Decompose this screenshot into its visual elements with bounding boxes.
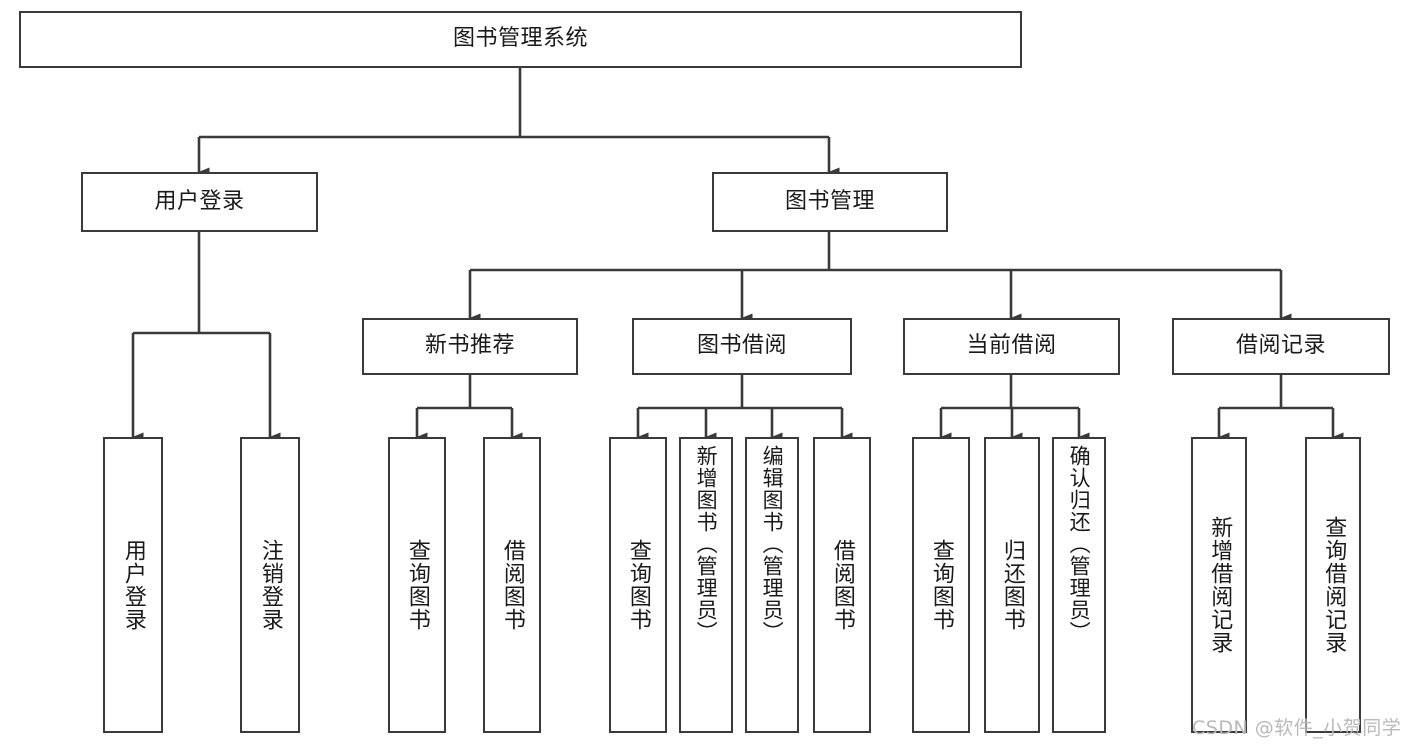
leaf-box: 用户登录	[103, 437, 163, 733]
leaf-label: 用户登录	[120, 539, 146, 631]
level-2-label: 当前借阅	[966, 333, 1057, 359]
level-0-box: 图书管理系统	[19, 11, 1022, 68]
level-1-box: 用户登录	[81, 172, 318, 232]
leaf-label: 确认归还（管理员）	[1067, 445, 1092, 643]
leaf-box: 查询借阅记录	[1305, 437, 1361, 733]
leaf-box: 新增图书（管理员）	[679, 437, 733, 733]
level-2-label: 新书推荐	[424, 333, 515, 359]
leaf-label: 查询图书	[625, 539, 651, 631]
leaf-label: 借阅图书	[829, 539, 855, 631]
leaf-box: 归还图书	[984, 437, 1040, 733]
leaf-box: 查询图书	[912, 437, 970, 733]
level-1-box: 图书管理	[712, 172, 948, 232]
leaf-label: 借阅图书	[499, 539, 525, 631]
level-2-box: 当前借阅	[903, 318, 1120, 375]
level-2-box: 借阅记录	[1172, 318, 1390, 375]
leaf-label: 注销登录	[257, 539, 283, 631]
csdn-watermark: CSDN @软件_小贺同学	[1192, 717, 1402, 739]
leaf-label: 归还图书	[999, 539, 1025, 631]
leaf-box: 借阅图书	[813, 437, 871, 733]
leaf-label: 查询借阅记录	[1321, 516, 1347, 654]
leaf-box: 借阅图书	[483, 437, 541, 733]
leaf-box: 编辑图书（管理员）	[745, 437, 799, 733]
leaf-box: 查询图书	[609, 437, 667, 733]
level-0-label: 图书管理系统	[452, 26, 588, 52]
leaf-label: 新增借阅记录	[1207, 516, 1233, 654]
leaf-label: 查询图书	[404, 539, 430, 631]
leaf-box: 查询图书	[388, 437, 446, 733]
leaf-box: 确认归还（管理员）	[1052, 437, 1106, 733]
leaf-label: 编辑图书（管理员）	[760, 445, 785, 643]
level-2-box: 新书推荐	[362, 318, 578, 375]
level-2-label: 借阅记录	[1235, 333, 1326, 359]
level-2-label: 图书借阅	[696, 333, 787, 359]
level-2-box: 图书借阅	[632, 318, 852, 375]
level-1-label: 用户登录	[154, 188, 245, 214]
level-1-label: 图书管理	[784, 188, 875, 214]
leaf-box: 注销登录	[240, 437, 300, 733]
leaf-box: 新增借阅记录	[1191, 437, 1247, 733]
leaf-label: 查询图书	[928, 539, 954, 631]
leaf-label: 新增图书（管理员）	[694, 445, 719, 643]
